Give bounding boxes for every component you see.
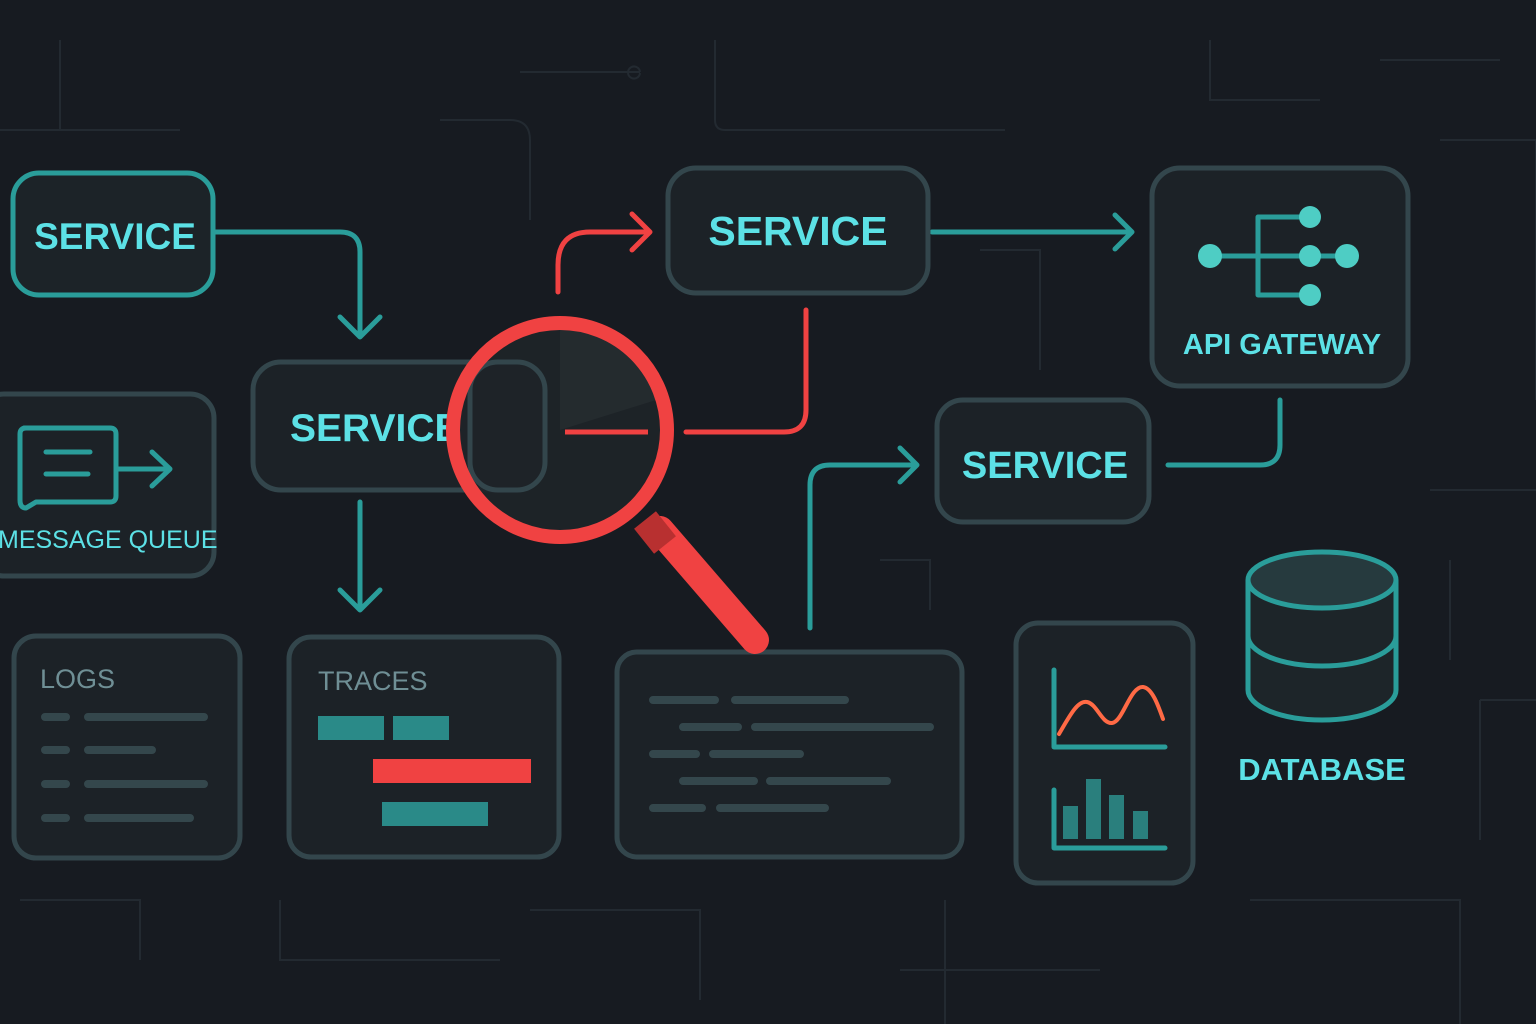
log-detail-panel[interactable] bbox=[614, 649, 965, 860]
trace-span bbox=[393, 716, 449, 740]
highlight-connector-to-service3 bbox=[555, 211, 653, 295]
bar-chart-icon bbox=[1051, 779, 1168, 851]
line-chart-icon bbox=[1051, 667, 1168, 750]
connector-service3-to-gateway bbox=[929, 212, 1135, 252]
database-icon bbox=[1245, 549, 1399, 723]
service-label: SERVICE bbox=[290, 407, 461, 450]
traces-label: TRACES bbox=[318, 666, 428, 696]
database-label: DATABASE bbox=[1238, 752, 1406, 787]
connector-panel-to-service4 bbox=[807, 445, 920, 631]
message-queue-node[interactable]: MESSAGE QUEUE bbox=[0, 391, 218, 579]
service-node-1[interactable]: SERVICE bbox=[10, 170, 216, 298]
connector-service1-to-service2 bbox=[212, 229, 383, 340]
highlight-connector-from-service3 bbox=[683, 307, 809, 435]
service-label: SERVICE bbox=[962, 445, 1128, 487]
trace-span-error bbox=[373, 759, 531, 783]
traces-panel[interactable]: TRACES bbox=[286, 634, 562, 860]
trace-span bbox=[382, 802, 488, 826]
service-node-3[interactable]: SERVICE bbox=[665, 165, 931, 296]
service-label: SERVICE bbox=[708, 208, 887, 254]
background-circuit-lines bbox=[0, 40, 1536, 1024]
api-gateway-node[interactable]: API GATEWAY bbox=[1149, 165, 1411, 389]
connector-gateway-to-service4 bbox=[1165, 397, 1283, 468]
logs-label: LOGS bbox=[40, 664, 115, 694]
message-icon bbox=[17, 425, 173, 511]
network-tree-icon bbox=[1198, 206, 1359, 306]
logs-panel[interactable]: LOGS bbox=[11, 633, 243, 861]
magnifying-glass-icon bbox=[446, 316, 769, 654]
message-queue-label: MESSAGE QUEUE bbox=[0, 526, 218, 554]
database-node[interactable]: DATABASE bbox=[1238, 549, 1406, 787]
metrics-panel[interactable] bbox=[1013, 620, 1196, 886]
service-label: SERVICE bbox=[34, 216, 196, 257]
connector-service2-to-traces bbox=[337, 499, 383, 613]
service-node-4[interactable]: SERVICE bbox=[934, 397, 1152, 525]
api-gateway-label: API GATEWAY bbox=[1183, 329, 1381, 361]
trace-span bbox=[318, 716, 384, 740]
